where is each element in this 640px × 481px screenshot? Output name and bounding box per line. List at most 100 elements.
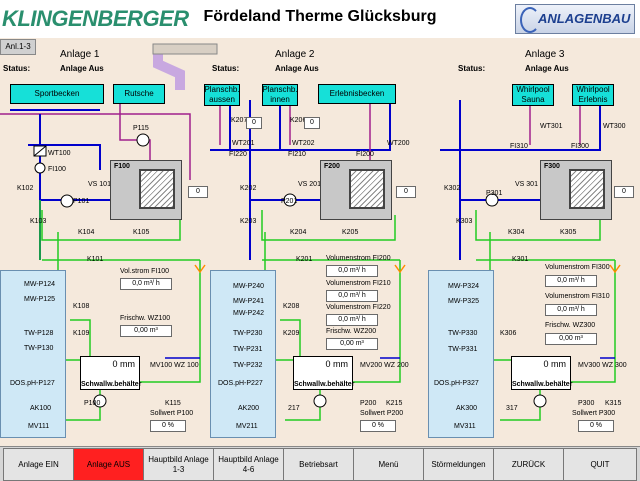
label-p301: P301 xyxy=(486,190,503,197)
pool-sportbecken[interactable]: Sportbecken xyxy=(10,84,104,104)
anlage3-pipes xyxy=(440,100,621,421)
anlage3-status-label: Status: xyxy=(458,64,486,73)
filter-window-icon xyxy=(569,169,605,209)
label-v317: 317 xyxy=(506,405,518,412)
signal-dos-ph-p327[interactable]: DOS.pH-P327 xyxy=(434,380,479,387)
menu-button[interactable]: Menü xyxy=(353,448,424,481)
quit-button[interactable]: QUIT xyxy=(563,448,637,481)
signal-ak100[interactable]: AK100 xyxy=(30,405,52,412)
label-k206: K206 xyxy=(290,117,307,124)
signal-dos-ph-p127[interactable]: DOS.pH-P127 xyxy=(10,380,55,387)
zurueck-button[interactable]: ZURÜCK xyxy=(493,448,564,481)
label-fi100: FI100 xyxy=(48,166,66,173)
vol-fi210-label: Volumenstrom FI210 xyxy=(326,280,391,287)
vol-fi200-value: 0,0 m³/ h xyxy=(326,265,378,277)
pool-whirlpool-erlebnis[interactable]: Whirlpool Erlebnis xyxy=(572,84,614,106)
hauptbild-1-3-button[interactable]: Hauptbild Anlage 1-3 xyxy=(143,448,214,481)
signal-mv311[interactable]: MV311 xyxy=(454,423,476,430)
signal-tw-p231[interactable]: TW-P231 xyxy=(233,346,263,353)
vol-fi300-value: 0,0 m³/ h xyxy=(545,275,597,287)
label-wt100: WT100 xyxy=(48,150,71,157)
anlage1-title: Anlage 1 xyxy=(60,49,100,60)
filter-f300[interactable]: F300 xyxy=(540,160,612,220)
pool-planschb-aussen[interactable]: Planschb. aussen xyxy=(204,84,240,106)
label-wt202: WT202 xyxy=(292,140,315,147)
filter-f200[interactable]: F200 xyxy=(320,160,392,220)
label-vs101: VS 101 xyxy=(88,181,111,188)
tank3-label: Schwallw.behälter xyxy=(512,381,573,388)
signal-dos-ph-p227[interactable]: DOS.pH-P227 xyxy=(218,380,263,387)
vol-fi100-value: 0,0 m³/ h xyxy=(120,278,172,290)
klingenberger-logo: KLINGENBERGER xyxy=(2,6,189,31)
label-k109: K109 xyxy=(73,330,90,337)
label-k103: K103 xyxy=(30,218,47,225)
label-p200: P200 xyxy=(360,400,377,407)
label-k205: K205 xyxy=(342,229,359,236)
label-k209: K209 xyxy=(283,330,300,337)
label-k305: K305 xyxy=(560,229,577,236)
label-k104: K104 xyxy=(78,229,95,236)
signal-tw-p331[interactable]: TW-P331 xyxy=(448,346,478,353)
signal-tw-p130[interactable]: TW-P130 xyxy=(24,345,54,352)
frischw-wz300-label: Frischw. WZ300 xyxy=(545,322,596,329)
label-k301: K301 xyxy=(512,256,529,263)
duct-box xyxy=(152,43,218,55)
stoermeldungen-button[interactable]: Störmeldungen xyxy=(423,448,494,481)
filter-f300-label: F300 xyxy=(544,163,560,170)
label-k105: K105 xyxy=(133,229,150,236)
signal-mw-p324[interactable]: MW-P324 xyxy=(448,283,479,290)
signal-tw-p230[interactable]: TW-P230 xyxy=(233,330,263,337)
signal-mw-p125[interactable]: MW-P125 xyxy=(24,296,55,303)
sollwert-p300-value[interactable]: 0 % xyxy=(578,420,614,432)
label-k315: K315 xyxy=(605,400,622,407)
signal-ak300[interactable]: AK300 xyxy=(456,405,478,412)
label-k115: K115 xyxy=(165,400,181,407)
signal-ak200[interactable]: AK200 xyxy=(238,405,260,412)
anlage-ein-button[interactable]: Anlage EIN xyxy=(3,448,74,481)
filter-f200-label: F200 xyxy=(324,163,340,170)
label-wt201: WT201 xyxy=(232,140,255,147)
label-fi220: FI220 xyxy=(229,151,247,158)
label-k304: K304 xyxy=(508,229,525,236)
schwallw-behaelter-3[interactable]: 0 mm Schwallw.behälter xyxy=(511,356,573,390)
filter-window-icon xyxy=(349,169,385,209)
sollwert-p200-value[interactable]: 0 % xyxy=(360,420,396,432)
signal-tw-p128[interactable]: TW-P128 xyxy=(24,330,54,337)
filter-f100[interactable]: F100 xyxy=(110,160,182,220)
vol-fi310-value: 0,0 m³/ h xyxy=(545,304,597,316)
pool-whirlpool-sauna[interactable]: Whirlpool Sauna xyxy=(512,84,554,106)
label-k204: K204 xyxy=(290,229,307,236)
label-vs301: VS 301 xyxy=(515,181,538,188)
f300-value: 0 xyxy=(614,186,634,198)
logo-swoosh-icon xyxy=(520,7,540,33)
tank1-level: 0 mm xyxy=(112,359,136,369)
signal-mv111[interactable]: MV111 xyxy=(28,423,50,430)
sollwert-p100-value[interactable]: 0 % xyxy=(150,420,186,432)
label-k215: K215 xyxy=(386,400,403,407)
signal-mw-p124[interactable]: MW-P124 xyxy=(24,281,55,288)
signal-mw-p325[interactable]: MW-P325 xyxy=(448,298,479,305)
anl-tab[interactable]: Anl.1-3 xyxy=(0,39,36,55)
label-p201: P201 xyxy=(281,198,298,205)
frischw-wz300-value: 0,00 m³ xyxy=(545,333,597,345)
signal-mv211[interactable]: MV211 xyxy=(236,423,258,430)
pool-rutsche[interactable]: Rutsche xyxy=(113,84,165,104)
tank3-level: 0 mm xyxy=(543,359,567,369)
signal-mw-p242[interactable]: MW-P242 xyxy=(233,310,264,317)
sollwert-p100-label: Sollwert P100 xyxy=(150,410,194,417)
pool-erlebnisbecken[interactable]: Erlebnisbecken xyxy=(318,84,396,104)
label-k302: K302 xyxy=(444,185,461,192)
signal-mw-p241[interactable]: MW-P241 xyxy=(233,298,264,305)
pool-planschb-innen[interactable]: Planschb. innen xyxy=(262,84,298,106)
anlage-aus-button[interactable]: Anlage AUS xyxy=(73,448,144,481)
betriebsart-button[interactable]: Betriebsart xyxy=(283,448,354,481)
label-fi200: FI200 xyxy=(356,151,374,158)
signal-mw-p240[interactable]: MW-P240 xyxy=(233,283,264,290)
signal-tw-p232[interactable]: TW-P232 xyxy=(233,362,263,369)
signal-tw-p330[interactable]: TW-P330 xyxy=(448,330,478,337)
hauptbild-4-6-button[interactable]: Hauptbild Anlage 4-6 xyxy=(213,448,284,481)
label-v217: 217 xyxy=(288,405,300,412)
k206-value: 0 xyxy=(304,117,320,129)
